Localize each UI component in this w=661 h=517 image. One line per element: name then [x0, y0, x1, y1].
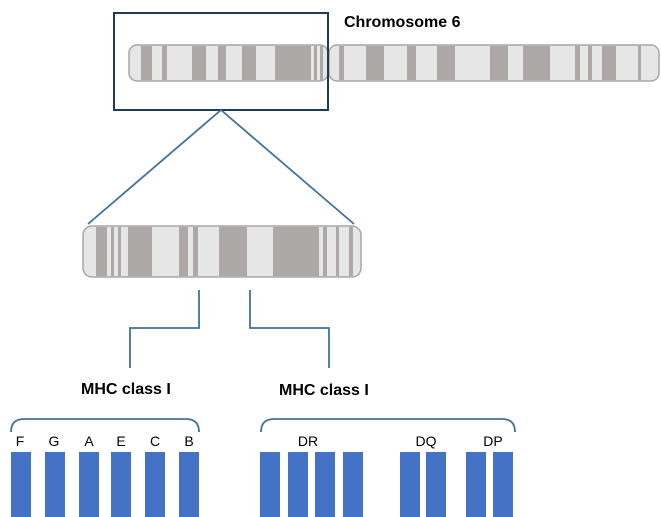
- group-brackets: [10, 418, 516, 433]
- gene-bar-g: [45, 452, 65, 517]
- gene-label-f: F: [16, 433, 25, 449]
- gene-label-e: E: [116, 433, 125, 449]
- gene-bar-dr-2: [288, 452, 308, 517]
- chromosome-q-arm: [328, 44, 660, 82]
- gene-bar-dp-1: [466, 452, 486, 517]
- gene-bar-b: [179, 452, 199, 517]
- gene-bar-dr-4: [343, 452, 363, 517]
- group-label-class-i: MHC class I: [81, 381, 171, 398]
- gene-label-dq: DQ: [416, 433, 437, 449]
- group-label-class-ii: MHC class I: [279, 382, 369, 399]
- gene-label-dp: DP: [483, 433, 502, 449]
- enlarged-region: [82, 225, 362, 278]
- gene-labels: F G A E C B DR DQ DP: [16, 433, 503, 449]
- zoom-lines: [87, 109, 355, 225]
- gene-bar-dq-1: [400, 452, 420, 517]
- gene-bar-a: [79, 452, 99, 517]
- gene-bar-e: [111, 452, 131, 517]
- gene-label-c: C: [150, 433, 160, 449]
- gene-bar-f: [11, 452, 31, 517]
- gene-bar-c: [145, 452, 165, 517]
- gene-label-g: G: [49, 433, 60, 449]
- gene-bar-dr-3: [315, 452, 335, 517]
- gene-bars: [11, 452, 513, 517]
- chromosome-p-arm: [128, 44, 329, 82]
- gene-bar-dp-2: [493, 452, 513, 517]
- gene-label-dr: DR: [298, 433, 318, 449]
- gene-bar-dr-1: [260, 452, 280, 517]
- diagram-title: Chromosome 6: [344, 14, 461, 31]
- gene-bar-dq-2: [426, 452, 446, 517]
- group-connectors: [129, 290, 330, 368]
- gene-label-b: B: [184, 433, 193, 449]
- gene-label-a: A: [84, 433, 94, 449]
